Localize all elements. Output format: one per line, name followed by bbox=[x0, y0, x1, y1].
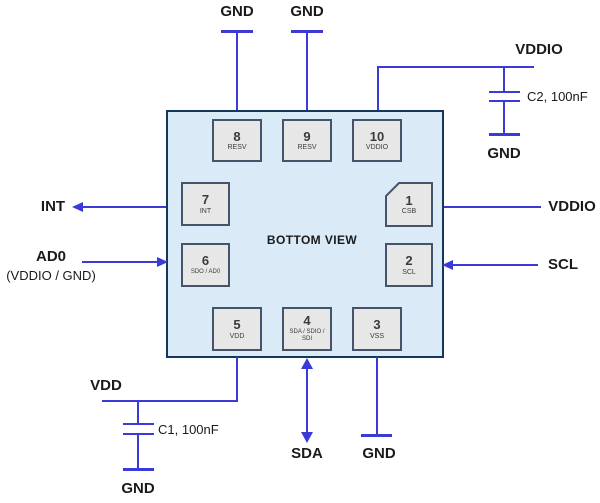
capacitor-c2-plate-top bbox=[489, 91, 520, 93]
pin-7-pad: 7 INT bbox=[181, 182, 230, 226]
pin-7-number: 7 bbox=[201, 192, 210, 207]
net-label-ad0: AD0 bbox=[35, 248, 66, 265]
pin-5-pad: 5 VDD bbox=[212, 307, 262, 351]
pin-8-number: 8 bbox=[233, 128, 241, 144]
pin-5-number: 5 bbox=[233, 317, 241, 332]
wire-pin8-gnd bbox=[236, 31, 238, 110]
wire-c1-top bbox=[137, 402, 139, 424]
wire-c2-bottom bbox=[503, 102, 505, 134]
pin-1-pad: 1 CSB bbox=[385, 182, 433, 227]
wire-c2-top bbox=[503, 66, 505, 92]
gnd-symbol-pin9 bbox=[291, 30, 323, 33]
arrowhead-sda-down bbox=[301, 432, 313, 443]
wire-pin1-vddio bbox=[444, 206, 541, 208]
pin-9-pad: 9 RESV bbox=[282, 119, 332, 162]
wire-vddio-top bbox=[377, 66, 534, 68]
net-label-ad0-note: (VDDIO / GND) bbox=[6, 268, 96, 283]
wire-scl bbox=[450, 264, 538, 266]
pin-1-number: 1 bbox=[405, 192, 413, 208]
pin-2-pad: 2 SCL bbox=[385, 243, 433, 287]
wire-pin10-vertical bbox=[377, 66, 379, 110]
pin-6-label: SDO / AD0 bbox=[190, 268, 221, 275]
gnd-symbol-pin8 bbox=[221, 30, 253, 33]
arrowhead-ad0-right bbox=[157, 257, 168, 267]
net-label-int: INT bbox=[40, 198, 66, 215]
pin-9-label: RESV bbox=[297, 144, 317, 152]
gnd-symbol-c2 bbox=[489, 133, 520, 136]
pin-1-chamfer-shape bbox=[385, 182, 433, 227]
pin-2-number: 2 bbox=[405, 253, 413, 268]
pin-10-label: VDDIO bbox=[365, 144, 389, 152]
pin-5-label: VDD bbox=[229, 332, 245, 340]
chip-view-title: BOTTOM VIEW bbox=[266, 233, 358, 247]
pin-3-number: 3 bbox=[373, 317, 381, 332]
net-label-scl: SCL bbox=[548, 256, 578, 273]
wire-pin5-vertical bbox=[236, 357, 238, 402]
net-label-pin8-gnd: GND bbox=[220, 3, 254, 20]
pin-3-pad: 3 VSS bbox=[352, 307, 402, 351]
pin-4-pad: 4 SDA / SDIO / SDI bbox=[282, 307, 332, 351]
net-label-pin3-gnd: GND bbox=[362, 445, 396, 462]
arrowhead-int-left bbox=[72, 202, 83, 212]
wire-c1-bottom bbox=[137, 435, 139, 469]
arrowhead-sda-up bbox=[301, 358, 313, 369]
net-label-sda: SDA bbox=[291, 445, 323, 462]
pin-6-number: 6 bbox=[201, 252, 210, 268]
wire-int bbox=[80, 206, 166, 208]
net-label-vddio-top: VDDIO bbox=[515, 41, 563, 58]
pin-6-pad: 6 SDO / AD0 bbox=[181, 243, 230, 287]
net-label-pin1-vddio: VDDIO bbox=[548, 198, 596, 215]
capacitor-c1-plate-bottom bbox=[123, 433, 154, 435]
capacitor-c2-label: C2, 100nF bbox=[527, 89, 588, 104]
gnd-symbol-c1 bbox=[123, 468, 154, 471]
pin-1-label: CSB bbox=[401, 208, 417, 216]
wire-sda bbox=[306, 366, 308, 434]
wire-vdd bbox=[102, 400, 238, 402]
pin-2-label: SCL bbox=[402, 268, 416, 276]
arrowhead-scl-left bbox=[442, 260, 453, 270]
pin-10-number: 10 bbox=[369, 128, 385, 144]
pin-8-label: RESV bbox=[227, 144, 247, 152]
pin-4-label: SDA / SDIO / SDI bbox=[289, 328, 325, 343]
pin-9-number: 9 bbox=[303, 128, 311, 144]
pin-4-number: 4 bbox=[303, 313, 311, 329]
net-label-c1-gnd: GND bbox=[121, 480, 155, 497]
net-label-c2-gnd: GND bbox=[487, 145, 521, 162]
capacitor-c2-plate-bottom bbox=[489, 100, 520, 102]
pin-8-pad: 8 RESV bbox=[212, 119, 262, 162]
capacitor-c1-plate-top bbox=[123, 423, 154, 425]
wire-ad0 bbox=[82, 261, 160, 263]
net-label-vdd: VDD bbox=[90, 377, 122, 394]
pin-10-pad: 10 VDDIO bbox=[352, 119, 402, 162]
wire-pin3-gnd bbox=[376, 357, 378, 435]
net-label-pin9-gnd: GND bbox=[290, 3, 324, 20]
pin-3-label: VSS bbox=[369, 332, 384, 340]
gnd-symbol-pin3 bbox=[361, 434, 392, 437]
capacitor-c1-label: C1, 100nF bbox=[158, 422, 219, 437]
pin-7-label: INT bbox=[199, 207, 212, 215]
wire-pin9-gnd bbox=[306, 31, 308, 110]
